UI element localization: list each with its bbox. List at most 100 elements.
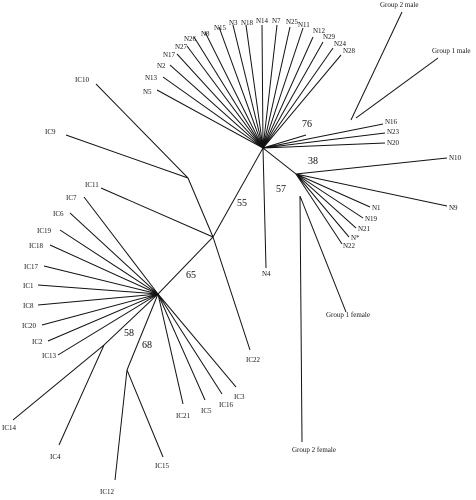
branch-N11 [262, 27, 304, 149]
branch-IC8 [37, 293, 159, 306]
leaf-label-N22: N22 [343, 242, 356, 250]
leaf-label-IC5: IC5 [201, 407, 212, 415]
branch-N16 [262, 123, 384, 149]
leaf-label-IC10: IC10 [75, 76, 90, 84]
branch-N26 [193, 36, 264, 149]
group-line-group1-female [299, 195, 347, 313]
branch-N2 [169, 64, 264, 149]
support-value-68: 68 [142, 340, 152, 351]
leaf-label-N4: N4 [262, 270, 271, 278]
group-line-group1-male [355, 57, 439, 119]
leaf-label-N27: N27 [175, 43, 188, 51]
internal-branch-to-n-subclade [262, 147, 297, 175]
leaf-label-IC7: IC7 [66, 194, 77, 202]
branch-IC16 [157, 293, 223, 395]
internal-branch-n-to-root [212, 147, 264, 238]
leaf-label-IC1: IC1 [23, 282, 34, 290]
support-value-58: 58 [124, 328, 134, 339]
leaf-label-IC18: IC18 [29, 242, 44, 250]
branch-N17 [176, 53, 264, 149]
leaf-label-N29: N29 [323, 33, 336, 41]
internal-branch-to-ic14-ic4 [103, 293, 159, 346]
group-line-group2-female [299, 195, 303, 443]
branch-N22 [295, 173, 343, 245]
branch-N15 [218, 26, 264, 149]
leaf-label-N2: N2 [157, 62, 166, 70]
leaf-label-IC17: IC17 [24, 263, 39, 271]
internal-branch-to-n-upper-right [262, 134, 307, 149]
leaf-label-N19: N19 [365, 215, 378, 223]
branch-IC15 [126, 369, 164, 458]
branch-N28 [262, 54, 342, 149]
branch-N7 [262, 24, 278, 149]
branch-N21 [295, 173, 357, 229]
branch-IC5 [157, 293, 206, 401]
branch-N19 [295, 173, 364, 219]
branch-IC1 [37, 284, 159, 295]
branch-IC6 [69, 212, 159, 295]
support-value-65: 65 [186, 270, 196, 281]
branch-N1 [295, 173, 371, 208]
branch-IC12 [114, 369, 128, 481]
leaf-label-IC13: IC13 [42, 352, 57, 360]
leaf-label-IC21: IC21 [176, 412, 191, 420]
leaf-label-N8: N8 [201, 30, 210, 38]
branch-N13 [162, 76, 264, 149]
leaf-label-IC14: IC14 [2, 424, 17, 432]
leaf-label-N20: N20 [387, 139, 400, 147]
branch-N23 [262, 132, 386, 149]
leaf-label-IC16: IC16 [219, 401, 234, 409]
leaf-label-Nstar: N* [351, 234, 360, 242]
leaf-label-IC22: IC22 [246, 356, 261, 364]
leaf-label-IC8: IC8 [23, 302, 34, 310]
branch-N4 [262, 147, 267, 269]
leaf-label-IC4: IC4 [50, 453, 61, 461]
leaf-label-N15: N15 [214, 24, 227, 32]
support-value-55: 55 [237, 198, 247, 209]
branch-IC18 [49, 244, 159, 295]
leaf-label-N25: N25 [286, 18, 299, 26]
branch-IC13 [57, 293, 159, 356]
branch-N24 [262, 47, 334, 149]
branch-N8 [204, 31, 264, 149]
leaf-label-N13: N13 [145, 74, 158, 82]
leaf-label-N5: N5 [143, 88, 152, 96]
leaf-label-IC19: IC19 [37, 227, 52, 235]
leaf-label-N11: N11 [298, 21, 310, 29]
branch-N12 [262, 36, 314, 149]
internal-branch-to-ic12-ic15 [126, 293, 159, 371]
leaf-label-N18: N18 [241, 19, 254, 27]
support-value-57: 57 [276, 184, 286, 195]
leaf-label-IC9: IC9 [45, 128, 56, 136]
branch-N25 [262, 26, 291, 149]
group-label-group1-female: Group 1 female [326, 311, 370, 319]
internal-branch-root-to-ic [157, 236, 214, 295]
branch-IC21 [157, 293, 184, 405]
group-line-group2-male [350, 11, 403, 121]
branch-N14 [261, 24, 264, 149]
group-label-group2-female: Group 2 female [292, 446, 336, 454]
leaf-label-IC3: IC3 [234, 393, 245, 401]
branch-N27 [186, 45, 264, 149]
branch-IC10 [95, 83, 189, 179]
leaf-label-N3: N3 [229, 19, 238, 27]
leaf-label-N7: N7 [272, 17, 281, 25]
leaf-label-N1: N1 [372, 204, 381, 212]
leaf-label-IC11: IC11 [85, 181, 99, 189]
branch-N3 [232, 24, 264, 149]
branch-IC22 [212, 236, 251, 351]
branch-IC11 [100, 187, 214, 238]
leaf-label-N9: N9 [449, 204, 458, 212]
branch-N5 [156, 89, 264, 149]
branch-N18 [245, 24, 264, 149]
leaf-label-N12: N12 [313, 27, 326, 35]
leaf-label-N16: N16 [385, 118, 398, 126]
leaf-label-N10: N10 [449, 154, 462, 162]
branch-IC14 [12, 344, 105, 421]
leaf-label-IC12: IC12 [100, 488, 115, 496]
branch-IC20 [41, 293, 159, 326]
branch-IC9 [65, 134, 189, 179]
leaf-label-N17: N17 [163, 51, 176, 59]
leaf-label-N28: N28 [343, 47, 356, 55]
